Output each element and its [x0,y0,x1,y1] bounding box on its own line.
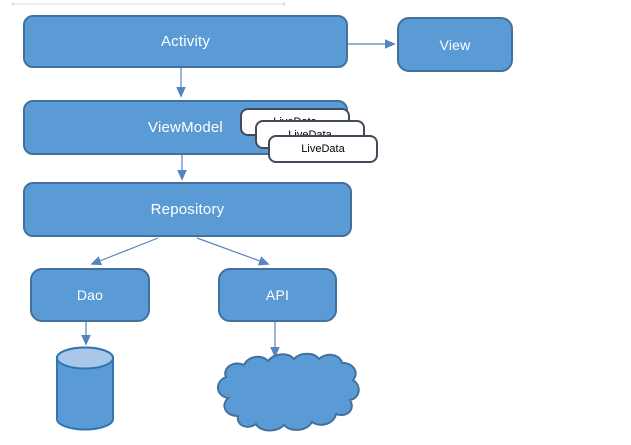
node-repository: Repository [23,182,352,237]
arrow-repository-dao [90,237,159,266]
node-view-label: View [439,36,471,53]
database-cylinder-icon [56,346,114,431]
node-dao-label: Dao [76,287,104,303]
livedata-box-front: LiveData [268,135,378,163]
network-cloud-icon [217,352,360,432]
faint-top-line [11,2,286,6]
node-activity: Activity [23,15,348,68]
livedata-front-label: LiveData [301,143,345,155]
node-api: API [218,268,337,322]
node-dao: Dao [30,268,150,322]
node-repository-label: Repository [150,201,225,218]
node-activity-label: Activity [160,33,211,50]
node-viewmodel-label: ViewModel [148,119,223,136]
arrow-repository-api [196,237,270,266]
node-api-label: API [265,287,290,303]
node-view: View [397,17,513,72]
